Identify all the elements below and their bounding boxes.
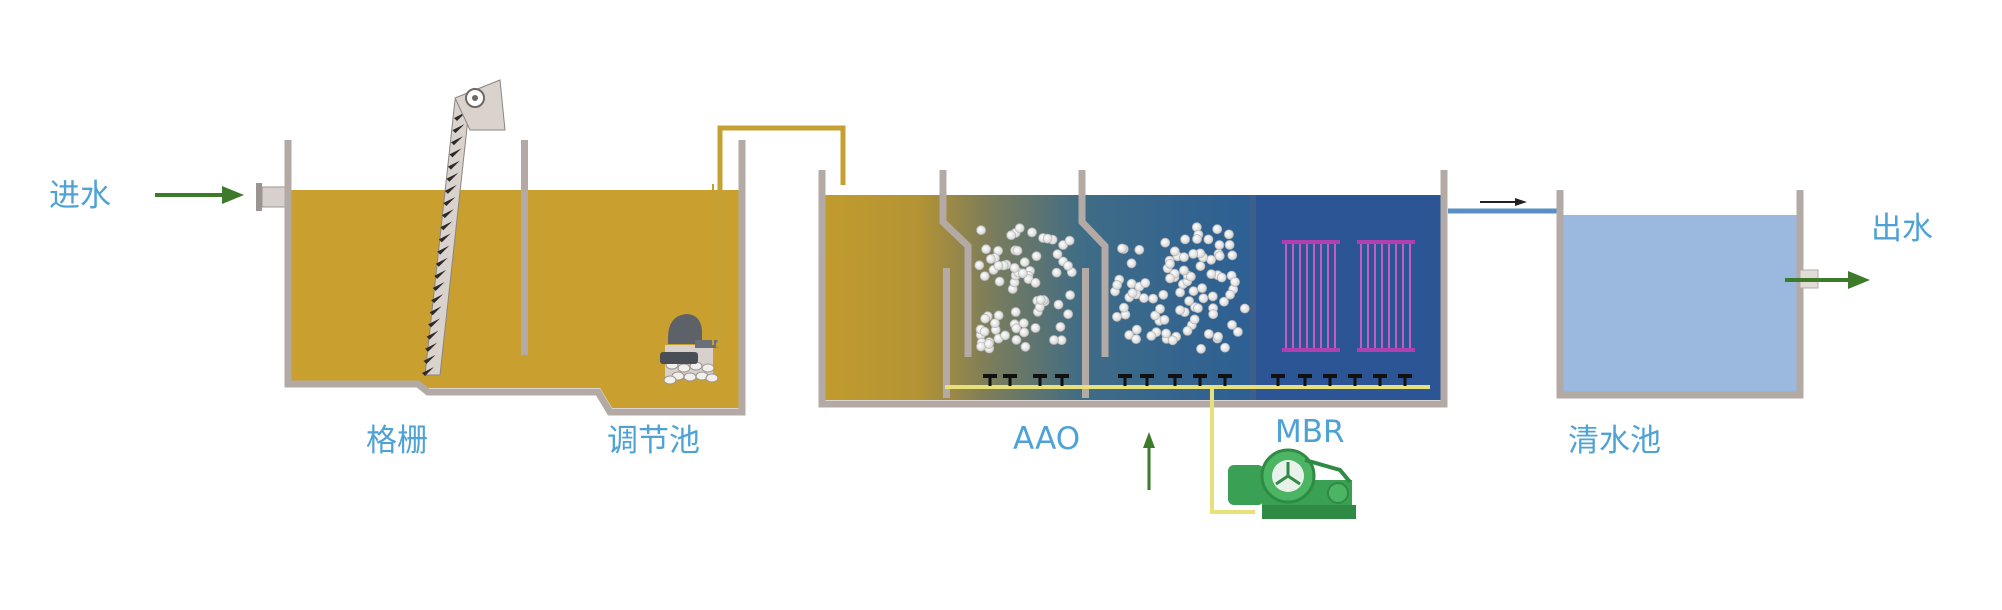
aao-baffles bbox=[939, 170, 1256, 400]
clear-water bbox=[1563, 215, 1797, 392]
bar-screen-icon bbox=[422, 79, 506, 376]
membrane-module-icon bbox=[1282, 240, 1415, 352]
blower-icon bbox=[1228, 448, 1356, 519]
outlet-arrow-icon bbox=[1785, 271, 1870, 289]
pump-icon bbox=[660, 314, 719, 385]
inlet-pipe-flange bbox=[256, 183, 287, 211]
clear-water-tank bbox=[1556, 190, 1819, 399]
air-up-arrow-icon bbox=[1143, 432, 1155, 490]
tank-baffle bbox=[521, 140, 528, 355]
outlet-label: 出水 bbox=[1871, 211, 1933, 247]
inlet-label: 进水 bbox=[49, 178, 111, 214]
aao-label: AAO bbox=[1013, 421, 1081, 457]
screen-label: 格栅 bbox=[366, 423, 428, 459]
carrier-bubbles bbox=[974, 222, 1250, 354]
flow-direction-arrow-icon bbox=[1480, 198, 1527, 206]
mbr-water bbox=[1255, 195, 1441, 400]
clear-water-tank-label: 清水池 bbox=[1568, 423, 1661, 459]
equalization-tank-label: 调节池 bbox=[607, 423, 700, 459]
inlet-arrow-icon bbox=[155, 186, 244, 204]
sewage-water bbox=[290, 190, 740, 408]
screen-equalization-tank bbox=[284, 140, 746, 416]
mbr-label: MBR bbox=[1275, 414, 1345, 450]
transfer-pipe bbox=[712, 125, 846, 348]
aeration-system bbox=[945, 374, 1430, 514]
